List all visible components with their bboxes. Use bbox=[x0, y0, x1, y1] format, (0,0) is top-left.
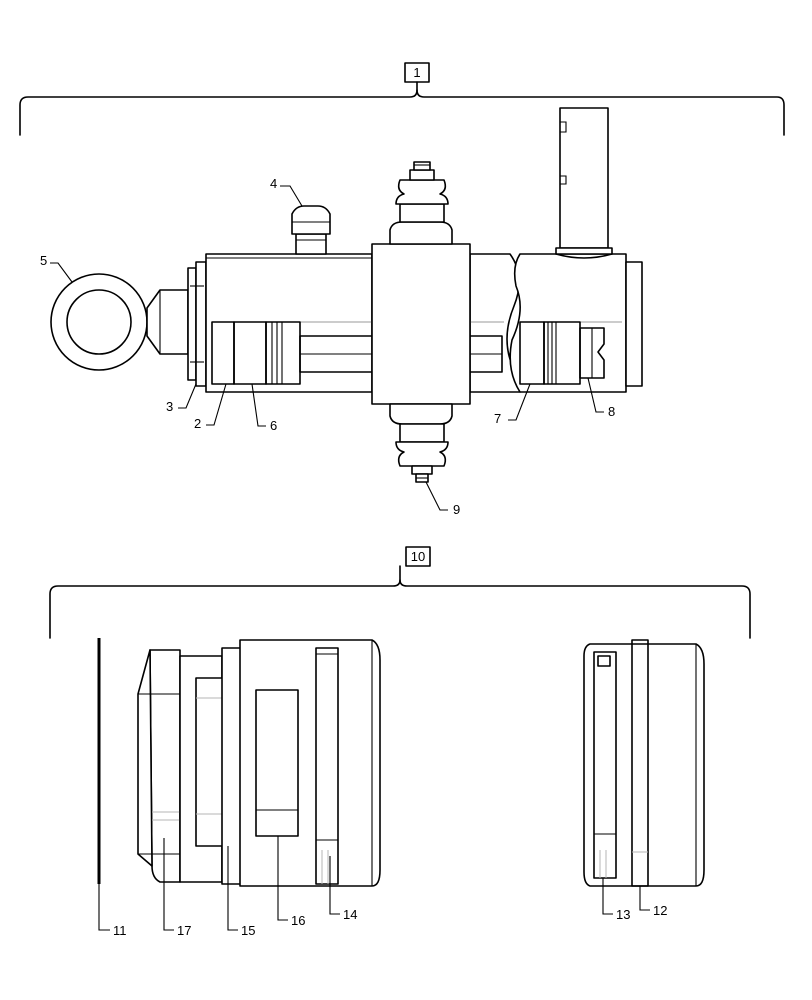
nut-8 bbox=[579, 327, 605, 379]
piston-seal-body bbox=[583, 643, 705, 887]
callout-4[interactable]: 4 bbox=[270, 176, 277, 191]
rod-eye-inner bbox=[66, 289, 132, 355]
seal-17 bbox=[149, 649, 181, 883]
seal-13 bbox=[593, 651, 617, 879]
upper-valve-tip bbox=[413, 161, 431, 171]
bracket-10-right bbox=[399, 579, 751, 639]
bracket-10-left bbox=[49, 565, 401, 639]
cylinder-callouts: 4 5 3 2 6 7 8 9 bbox=[40, 176, 615, 517]
item-1-label[interactable]: 1 bbox=[413, 65, 420, 80]
cylinder-assembly bbox=[50, 107, 643, 483]
upper-port-neck bbox=[399, 203, 445, 223]
rod-eye-outer bbox=[50, 273, 148, 371]
mount-tube bbox=[559, 107, 609, 249]
mount-tube-base bbox=[555, 247, 613, 255]
center-block bbox=[371, 243, 471, 405]
seal-kit-parts bbox=[97, 638, 705, 887]
assembly-10-bracket: 10 bbox=[49, 546, 751, 639]
bracket-1-left bbox=[19, 81, 418, 136]
grease-fitting-head bbox=[291, 205, 331, 235]
upper-valve-body bbox=[395, 179, 449, 205]
callout-13[interactable]: 13 bbox=[616, 907, 630, 922]
seal-17-chamfer bbox=[137, 649, 153, 867]
callout-8[interactable]: 8 bbox=[608, 404, 615, 419]
callout-7[interactable]: 7 bbox=[494, 411, 501, 426]
upper-valve-cap bbox=[409, 169, 435, 181]
assembly-1-bracket: 1 bbox=[19, 62, 785, 136]
callout-2[interactable]: 2 bbox=[194, 416, 201, 431]
grease-fitting-base bbox=[295, 233, 327, 255]
callout-3[interactable]: 3 bbox=[166, 399, 173, 414]
callout-5[interactable]: 5 bbox=[40, 253, 47, 268]
upper-port-boss bbox=[389, 221, 453, 245]
item-10-box bbox=[405, 546, 431, 567]
callout-15[interactable]: 15 bbox=[241, 923, 255, 938]
callout-17[interactable]: 17 bbox=[177, 923, 191, 938]
callout-12[interactable]: 12 bbox=[653, 903, 667, 918]
gland-step bbox=[221, 647, 243, 885]
seal-14-groove bbox=[315, 647, 339, 885]
callout-14[interactable]: 14 bbox=[343, 907, 357, 922]
gland-ring-outer bbox=[187, 267, 197, 381]
gland-ring-inner bbox=[195, 261, 207, 387]
bushing-16 bbox=[255, 689, 299, 837]
callout-16[interactable]: 16 bbox=[291, 913, 305, 928]
callout-9[interactable]: 9 bbox=[453, 502, 460, 517]
lower-valve-body bbox=[395, 441, 449, 467]
lower-port-boss bbox=[389, 403, 453, 425]
lower-port-neck bbox=[399, 423, 445, 443]
bracket-1-right bbox=[416, 89, 785, 136]
lower-valve-cap bbox=[411, 465, 433, 475]
end-cap bbox=[625, 261, 643, 387]
item-10-label[interactable]: 10 bbox=[411, 549, 425, 564]
seal-kit-callouts: 11 17 15 16 14 13 12 bbox=[98, 836, 667, 938]
gland-14 bbox=[239, 639, 381, 887]
rod-eye-neck bbox=[146, 289, 189, 355]
callout-6[interactable]: 6 bbox=[270, 418, 277, 433]
barrel-right bbox=[509, 253, 627, 393]
callout-11[interactable]: 11 bbox=[113, 923, 127, 938]
